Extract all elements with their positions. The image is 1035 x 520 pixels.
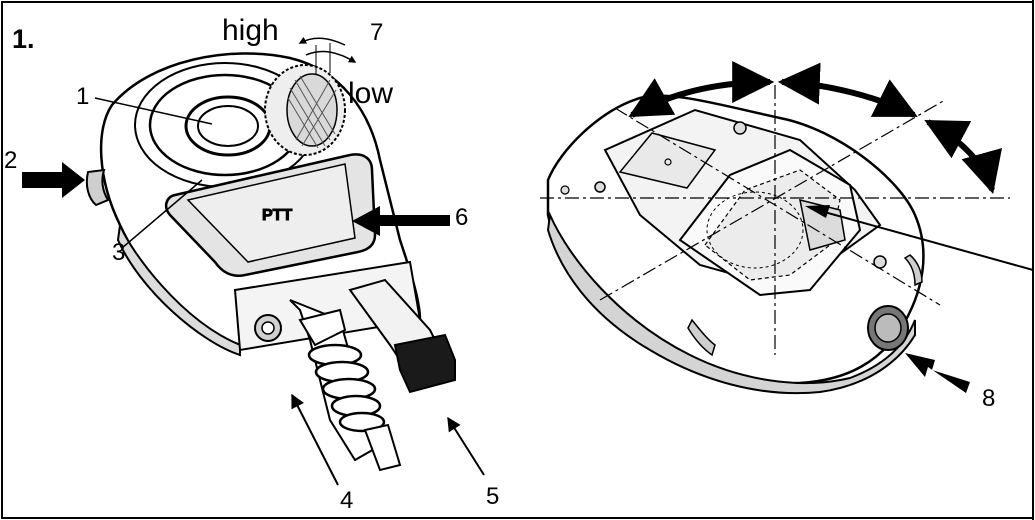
arrow-4 [291, 393, 339, 486]
callout-4: 4 [340, 487, 353, 514]
arrow-6 [352, 206, 450, 236]
device-back-view [546, 94, 925, 395]
callout-2: 2 [4, 147, 17, 174]
arc-side [924, 119, 1003, 195]
callout-8: 8 [982, 385, 995, 412]
labels: 1. high low 7 1 2 3 6 4 5 8 [4, 14, 995, 514]
arrow-8 [905, 353, 970, 393]
rotation-arrows [628, 61, 1003, 195]
front-leader-lines [94, 97, 213, 249]
front-arrows [22, 36, 485, 486]
leader-3 [121, 179, 203, 249]
device-front-view: PTT [85, 52, 456, 472]
low-label: low [348, 77, 393, 110]
arc-left [628, 61, 775, 118]
back-arrows [805, 205, 1034, 393]
figure-number: 1. [12, 24, 35, 54]
ptt-button-text: PTT [262, 207, 292, 224]
callout-5: 5 [486, 483, 499, 510]
arc-right [777, 62, 918, 118]
callout-7: 7 [370, 19, 383, 46]
callout-1: 1 [76, 83, 89, 110]
arrow-2 [22, 162, 85, 198]
high-label: high [222, 14, 279, 47]
arrow-5 [447, 416, 485, 476]
rotation-axes [540, 85, 1010, 355]
leader-1 [94, 97, 213, 125]
callout-3: 3 [112, 239, 125, 266]
callout-6: 6 [455, 204, 468, 231]
leader-clip [809, 207, 1034, 271]
